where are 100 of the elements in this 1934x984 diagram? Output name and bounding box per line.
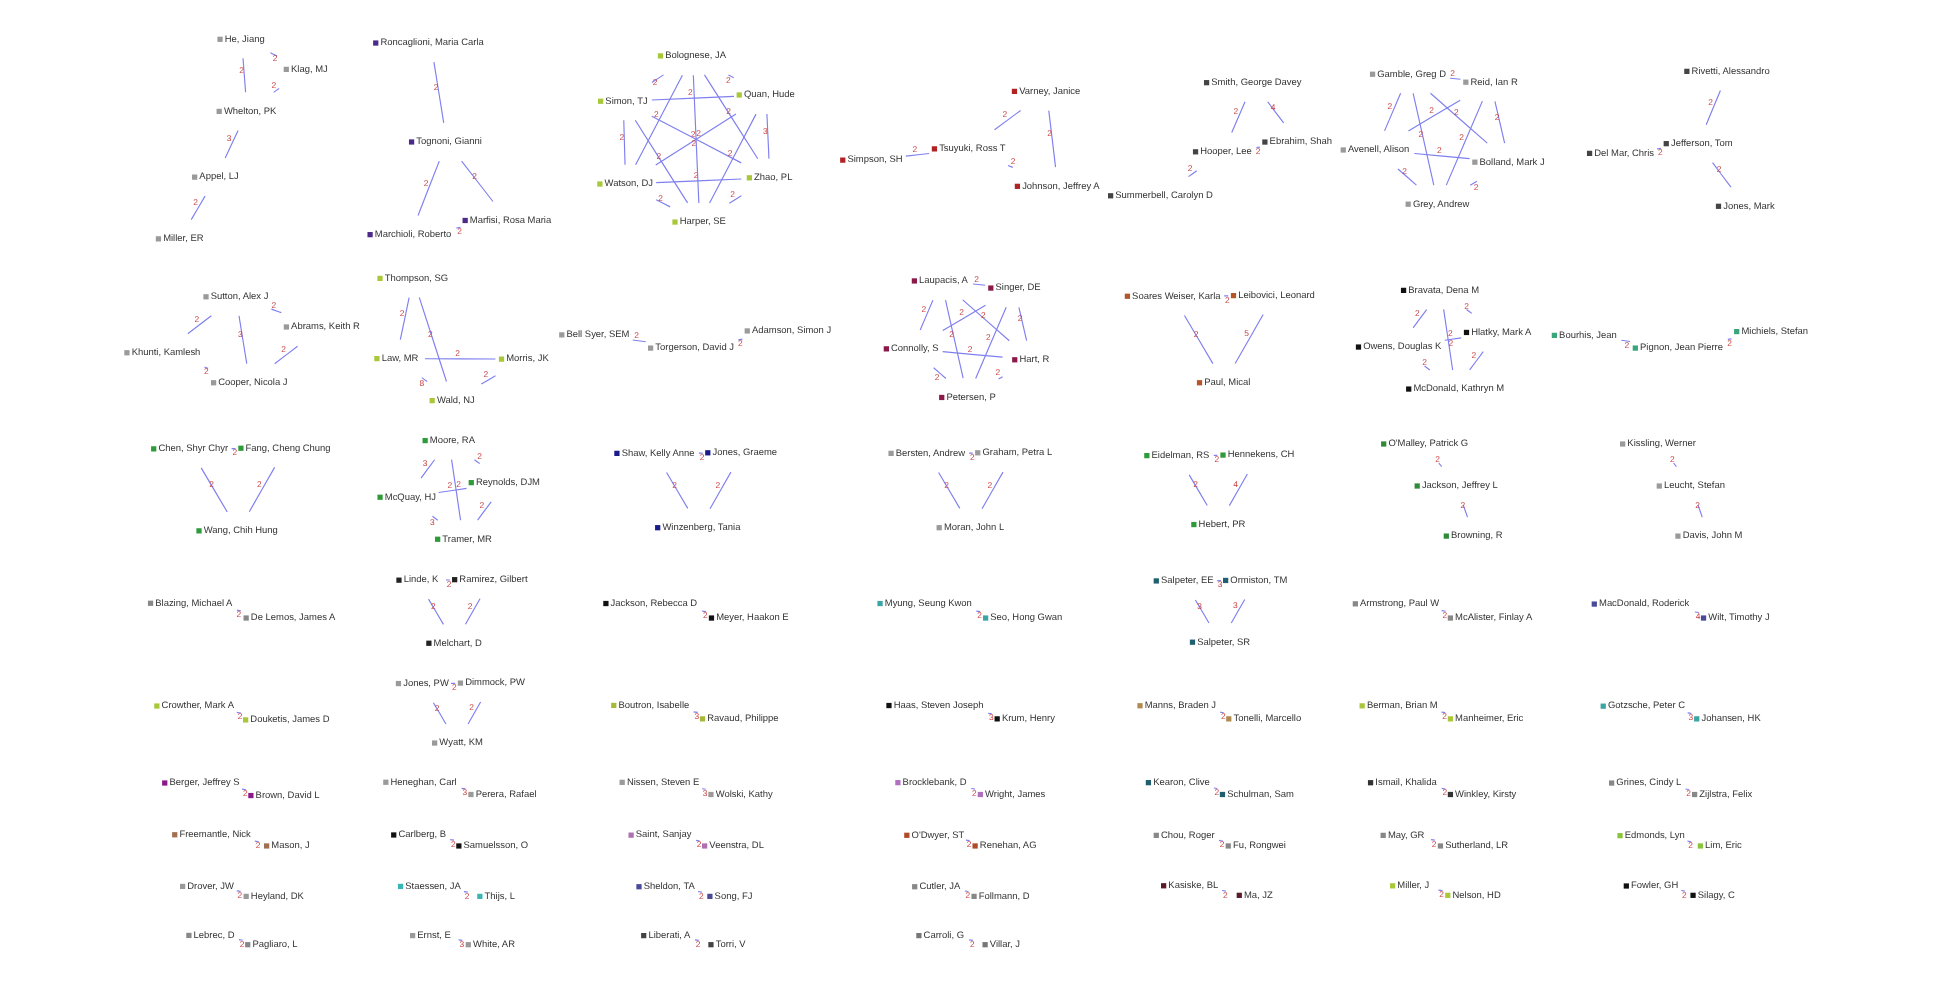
node-box — [151, 446, 157, 452]
node-box — [377, 275, 383, 282]
node-box — [619, 779, 625, 785]
connector — [203, 366, 209, 369]
connector — [1673, 462, 1677, 468]
node-box — [1192, 149, 1199, 155]
node-box — [383, 779, 389, 785]
connector — [1234, 313, 1264, 365]
node-box — [1551, 332, 1557, 338]
connector — [190, 195, 206, 221]
node-box — [1352, 601, 1358, 607]
connector — [420, 459, 436, 479]
connector — [1194, 599, 1210, 624]
connector — [975, 610, 981, 613]
connector — [1705, 89, 1721, 126]
node-box — [972, 843, 978, 849]
connector — [424, 358, 496, 360]
node-box — [1226, 716, 1232, 722]
node-box — [243, 717, 249, 723]
node-box — [435, 536, 441, 542]
node-box — [179, 883, 186, 890]
node-box — [707, 893, 713, 899]
connector — [1187, 170, 1198, 178]
connector — [701, 788, 707, 790]
node-box — [243, 893, 249, 899]
node-box — [426, 640, 432, 646]
node-box — [1675, 533, 1681, 539]
connector — [987, 712, 993, 715]
node-box — [1447, 615, 1454, 621]
node-box — [1144, 453, 1150, 459]
connector — [449, 839, 455, 841]
connector — [1007, 164, 1014, 168]
node-box — [429, 398, 435, 404]
connector — [709, 113, 757, 204]
node-box — [456, 843, 462, 849]
node-box — [395, 680, 402, 687]
connector — [655, 178, 742, 184]
connector — [1437, 889, 1443, 892]
connector — [455, 226, 461, 229]
connector — [1413, 152, 1471, 160]
connector — [417, 160, 440, 217]
node-box — [396, 577, 402, 583]
node-box — [1390, 883, 1396, 889]
connector — [1687, 712, 1693, 715]
node-box — [477, 893, 483, 899]
node-box — [1161, 883, 1167, 889]
connector — [1465, 308, 1473, 314]
connector — [632, 339, 647, 343]
node-box — [886, 702, 892, 709]
node-box — [283, 66, 289, 72]
node-box — [243, 615, 249, 621]
node-box — [1369, 71, 1376, 77]
connector — [1430, 839, 1436, 841]
node-box — [1406, 386, 1412, 392]
connector — [1727, 338, 1733, 340]
connector — [445, 579, 451, 581]
node-box — [465, 942, 471, 948]
node-box — [657, 53, 664, 59]
node-box — [1623, 883, 1629, 889]
node-box — [192, 174, 198, 180]
connector — [1494, 100, 1506, 144]
node-box — [1609, 780, 1615, 786]
node-box — [1153, 578, 1159, 584]
node-box — [172, 832, 178, 838]
connector — [1412, 92, 1435, 186]
node-box — [1153, 832, 1159, 838]
connector — [236, 890, 242, 892]
connector — [933, 367, 947, 380]
connector — [1213, 787, 1218, 790]
connector — [727, 74, 735, 79]
connector — [480, 375, 496, 385]
connector — [1438, 462, 1443, 468]
connector — [238, 939, 244, 941]
connector — [1469, 351, 1484, 371]
connector — [728, 195, 742, 204]
node-box — [977, 791, 983, 798]
node-box — [1230, 292, 1237, 299]
node-box — [702, 843, 708, 849]
connector — [701, 610, 707, 613]
connector — [1383, 92, 1402, 132]
connector — [418, 296, 448, 383]
node-box — [452, 577, 458, 583]
node-box — [840, 157, 846, 163]
node-box — [904, 832, 910, 838]
node-box — [408, 139, 415, 145]
connector — [427, 598, 445, 625]
node-box — [912, 884, 918, 890]
node-box — [1367, 780, 1374, 786]
connector — [1712, 162, 1732, 188]
node-box — [736, 92, 742, 98]
node-box — [1191, 521, 1197, 528]
node-box — [238, 445, 244, 451]
node-box — [877, 600, 883, 607]
connector — [709, 471, 732, 510]
node-box — [1472, 159, 1478, 165]
node-box — [699, 716, 706, 722]
node-box — [931, 146, 938, 152]
connector — [1440, 711, 1446, 714]
node-box — [1145, 780, 1152, 786]
node-box — [1405, 201, 1411, 207]
